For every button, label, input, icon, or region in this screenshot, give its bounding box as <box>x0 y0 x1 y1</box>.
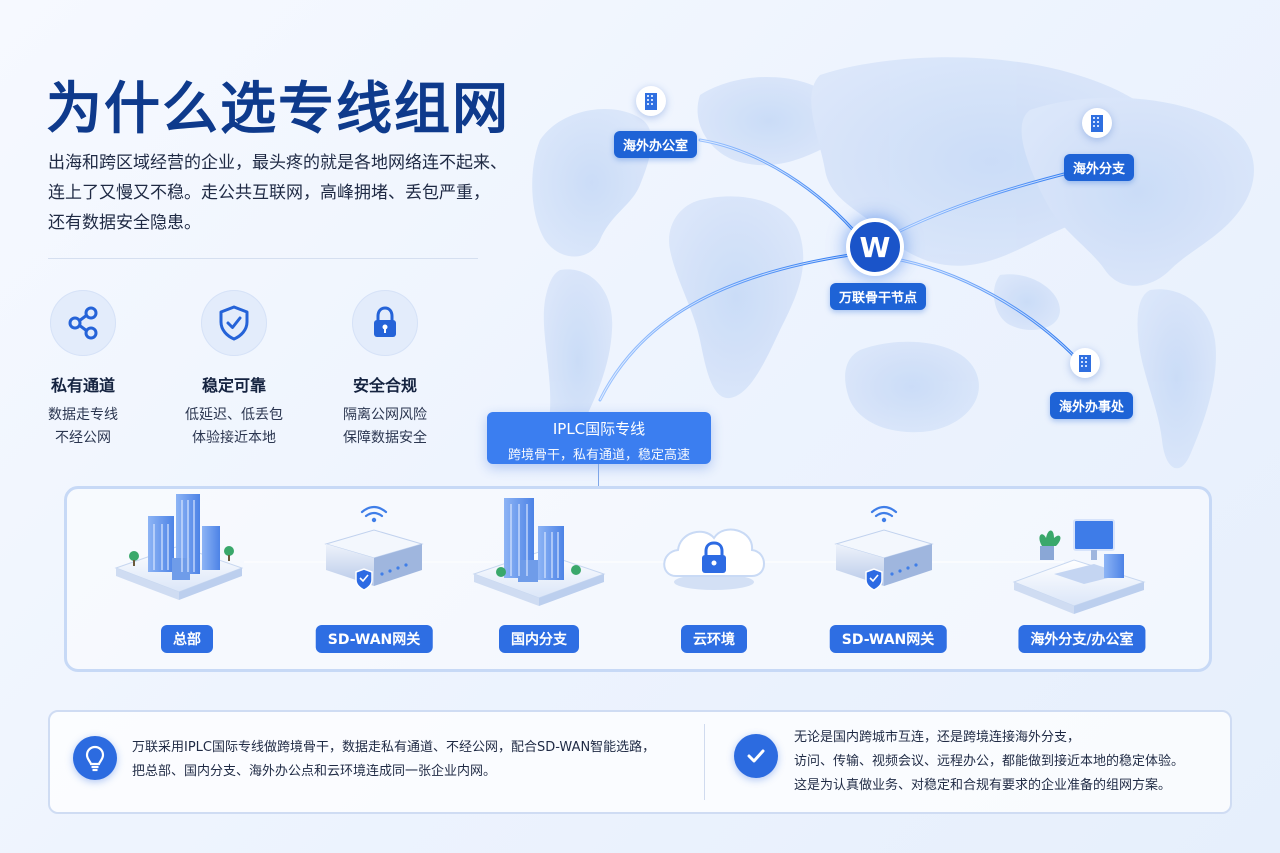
iplc-connector <box>598 464 599 486</box>
summary-left: 万联采用IPLC国际专线做跨境骨干，数据走私有通道、不经公网，配合SD-WAN智… <box>132 736 655 784</box>
map-label-overseas-office: 海外办公室 <box>614 131 698 158</box>
summary-divider <box>704 724 705 800</box>
node-label-domestic-branch: 国内分支 <box>499 625 579 653</box>
summary-line: 无论是国内跨城市互连，还是跨境连接海外分支， <box>794 730 1081 745</box>
map-label-overseas-rep-office: 海外办事处 <box>1050 392 1134 419</box>
building-icon <box>1082 108 1112 138</box>
sdwan-router-icon <box>834 505 934 591</box>
office-desk-icon <box>1012 519 1146 614</box>
feature-desc: 低延迟、低丢包 <box>185 407 283 423</box>
node-label-hq: 总部 <box>161 625 213 653</box>
node-label-cloud: 云环境 <box>681 625 747 653</box>
intro-line: 出海和跨区域经营的企业，最头疼的就是各地网络连不起来、 <box>48 153 507 173</box>
feature-private-channel: 私有通道 数据走专线 不经公网 <box>13 290 153 450</box>
hq-buildings-icon <box>114 494 244 600</box>
cloud-lock-icon <box>663 528 765 590</box>
summary-right: 无论是国内跨城市互连，还是跨境连接海外分支， 访问、传输、视频会议、远程办公，都… <box>794 726 1184 798</box>
sdwan-router-icon <box>324 505 424 591</box>
divider <box>48 258 478 259</box>
building-icon <box>1070 348 1100 378</box>
building-icon <box>636 86 666 116</box>
branch-buildings-icon <box>472 498 606 606</box>
node-label-overseas-office: 海外分支/办公室 <box>1018 625 1146 653</box>
summary-line: 万联采用IPLC国际专线做跨境骨干，数据走私有通道、不经公网，配合SD-WAN智… <box>132 740 656 755</box>
feature-security: 安全合规 隔离公网风险 保障数据安全 <box>315 290 455 450</box>
map-label-overseas-branch: 海外分支 <box>1064 154 1135 181</box>
node-label-sdwan-2: SD-WAN网关 <box>829 625 947 653</box>
feature-desc: 数据走专线 <box>48 407 118 423</box>
feature-reliable: 稳定可靠 低延迟、低丢包 体验接近本地 <box>164 290 304 450</box>
map-label-hub: 万联骨干节点 <box>830 283 927 310</box>
iplc-callout: IPLC国际专线 跨境骨干，私有通道，稳定高速 <box>487 412 711 464</box>
feature-desc: 不经公网 <box>55 430 111 446</box>
summary-line: 把总部、国内分支、海外办公点和云环境连成同一张企业内网。 <box>132 764 497 779</box>
summary-line: 这是为认真做业务、对稳定和合规有要求的企业准备的组网方案。 <box>794 778 1172 793</box>
page-title: 为什么选专线组网 <box>46 77 510 142</box>
intro-text: 出海和跨区域经营的企业，最头疼的就是各地网络连不起来、 连上了又慢又不稳。走公共… <box>48 148 518 238</box>
feature-desc: 隔离公网风险 <box>343 407 427 423</box>
network-diagram <box>114 494 1146 614</box>
summary-panel <box>48 710 1232 814</box>
iplc-title: IPLC国际专线 <box>552 420 646 438</box>
feature-desc: 体验接近本地 <box>192 430 276 446</box>
hub-logo: W <box>846 218 904 276</box>
intro-line: 连上了又慢又不稳。走公共互联网，高峰拥堵、丢包严重， <box>48 183 490 203</box>
summary-line: 访问、传输、视频会议、远程办公，都能做到接近本地的稳定体验。 <box>794 754 1185 769</box>
share-icon <box>50 290 116 356</box>
lightbulb-icon <box>73 736 117 780</box>
intro-line: 还有数据安全隐患。 <box>48 213 201 233</box>
shield-check-icon <box>201 290 267 356</box>
lock-icon <box>352 290 418 356</box>
feature-title: 安全合规 <box>352 376 417 395</box>
iplc-subtitle: 跨境骨干，私有通道，稳定高速 <box>507 448 690 463</box>
feature-title: 稳定可靠 <box>201 376 266 395</box>
check-circle-icon <box>734 734 778 778</box>
node-label-sdwan-1: SD-WAN网关 <box>315 625 433 653</box>
feature-desc: 保障数据安全 <box>343 430 427 446</box>
feature-title: 私有通道 <box>50 376 115 395</box>
